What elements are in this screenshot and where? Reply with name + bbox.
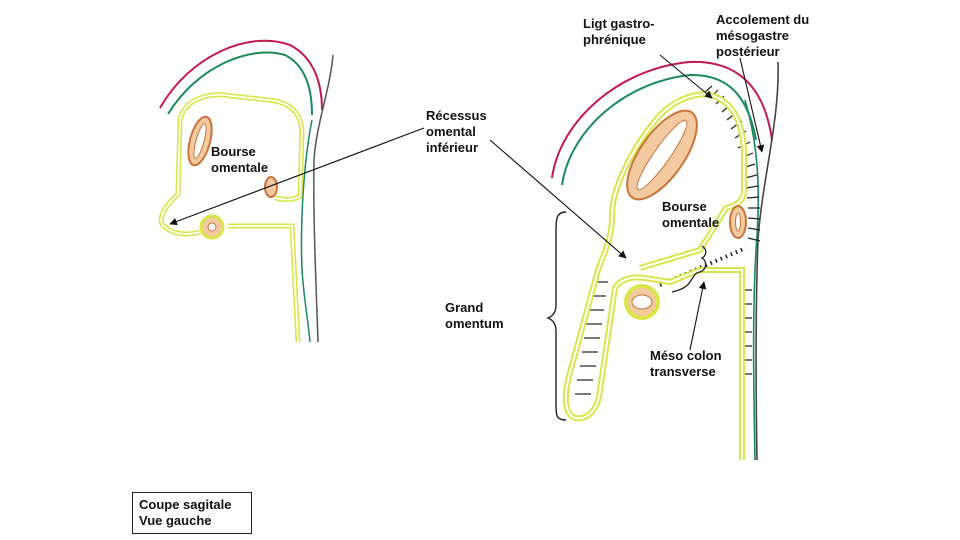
label-meso-colon-transverse: Méso colon transverse — [650, 348, 722, 380]
right-colon-lumen — [631, 294, 653, 310]
label-line: Récessus — [426, 108, 487, 123]
label-line: Bourse — [211, 144, 256, 159]
recessus-arrow-left — [169, 127, 425, 226]
right-diaphragm-inner — [561, 73, 757, 186]
left-stomach-lumen — [193, 123, 207, 159]
right-sagittal-figure — [546, 60, 779, 461]
label-accolement-mesogastre: Accolement du mésogastre postérieur — [716, 12, 809, 60]
arrows — [169, 54, 765, 351]
label-line: omentale — [211, 160, 269, 175]
caption-line: Vue gauche — [139, 513, 212, 528]
left-colon-lumen — [207, 222, 217, 232]
posterior-root-hatch — [745, 289, 752, 375]
right-peritoneal-outline-inner — [564, 93, 745, 460]
left-peritoneal-outline — [158, 92, 305, 343]
meso-colon-arrow — [689, 281, 707, 351]
label-bourse-omentale-right: Bourse omentale — [662, 199, 719, 231]
left-peritoneal-outline-inner — [160, 93, 303, 343]
label-ligt-gastro-phrenique: Ligt gastro- phrénique — [583, 16, 655, 48]
label-line: Bourse — [662, 199, 707, 214]
right-diaphragm-outer — [551, 60, 773, 179]
left-posterior-wall — [313, 54, 334, 343]
accolement-arrow — [739, 57, 765, 153]
grand-omentum-brace — [546, 211, 567, 421]
left-pancreas — [264, 176, 278, 198]
label-line: Méso colon — [650, 348, 722, 363]
right-posterior-wall — [755, 61, 779, 461]
label-line: omentum — [445, 316, 504, 331]
label-line: omentale — [662, 215, 720, 230]
right-posterior-parietal — [744, 99, 760, 461]
label-bourse-omentale-left: Bourse omentale — [211, 144, 268, 176]
ligt-arrow — [659, 54, 713, 99]
left-sagittal-figure — [158, 39, 334, 343]
label-line: Ligt gastro- — [583, 16, 655, 31]
caption-line: Coupe sagitale — [139, 497, 232, 512]
label-line: mésogastre — [716, 28, 789, 43]
label-recessus-omental-inferieur: Récessus omental inférieur — [426, 108, 487, 156]
label-line: Grand — [445, 300, 484, 315]
label-line: inférieur — [426, 140, 479, 155]
label-line: postérieur — [716, 44, 780, 59]
label-line: Accolement du — [716, 12, 810, 27]
mesocolon-brace — [671, 245, 707, 293]
mesocolon-fusion-hatch — [659, 246, 747, 287]
left-diaphragm-outer — [159, 39, 323, 111]
label-grand-omentum: Grand omentum — [445, 300, 504, 332]
right-pancreas-lumen — [735, 212, 741, 232]
recessus-arrow-right — [489, 139, 627, 259]
label-line: omental — [426, 124, 476, 139]
label-line: phrénique — [583, 32, 646, 47]
left-diaphragm-inner — [167, 51, 313, 116]
right-stomach-lumen — [636, 119, 688, 191]
label-line: transverse — [650, 364, 716, 379]
caption-box: Coupe sagitale Vue gauche — [132, 492, 252, 534]
left-posterior-parietal — [300, 119, 313, 343]
